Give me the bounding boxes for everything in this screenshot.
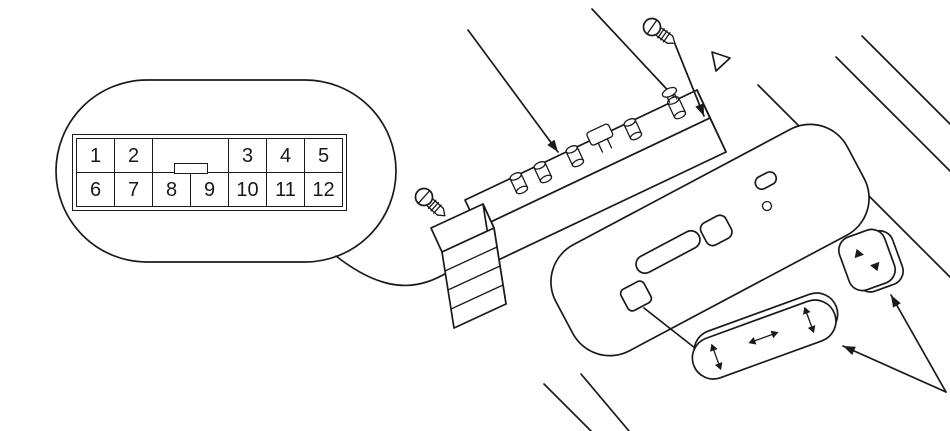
pin-cell-10: 10 [228,172,267,207]
bezel-square-cutout [619,280,653,312]
bezel-slot-cutout [635,229,701,275]
screw-slot [646,19,658,35]
screw-top-group [642,17,731,117]
post-cap [661,86,678,98]
assembly-leader-line [643,307,701,353]
bezel-rounded-cutout [699,214,733,247]
switch-stems [509,86,687,195]
switch-stem [565,145,585,168]
pin-row-bottom: 6 7 8 9 10 11 12 [76,172,343,207]
recline-knob-face [837,228,897,292]
switch-stem [623,118,643,141]
pin-cell-7: 7 [114,172,153,207]
screw-slot [417,190,431,204]
keyway-cell [152,138,229,174]
leader-line [890,294,947,393]
connector-outline: 1 2 3 4 5 6 7 8 9 10 11 12 [72,134,347,211]
switch-slider-knob [586,123,614,153]
leader-line [674,43,705,117]
leader-line [467,29,559,153]
stem-side [623,119,643,140]
pin-cell-11: 11 [266,172,305,207]
callout-leader-line [335,255,449,287]
pin-row-top: 1 2 3 4 5 [76,138,343,174]
switch-bezel [550,123,870,357]
up-down-arrow-icon [854,248,880,272]
panel-edge-line [591,8,677,100]
slide-knob [691,292,839,380]
arrowhead-icon [547,139,558,152]
switch-post [661,86,687,120]
pin-cell-1: 1 [76,138,115,173]
screw-top-icon [642,17,676,44]
panel-edge-line [835,56,950,172]
pin-cell-9: 9 [190,172,229,207]
slider-stem [597,138,613,153]
bezel-round-hole [761,200,773,212]
screw-tip [436,207,446,217]
slide-knob-face [691,299,837,380]
pin-cell-8: 8 [152,172,191,207]
post-shoulder [667,96,680,105]
screw-left-icon [414,187,446,217]
pin-cell-12: 12 [304,172,343,207]
screw-threads [657,28,671,43]
screw-threads [427,199,442,214]
arrowhead-icon [843,346,856,355]
switch-body [464,89,727,263]
post-side [667,97,687,119]
stem-cap [509,172,522,181]
switch-stem [509,172,529,195]
stem-cap [533,161,546,170]
pin-cell-3: 3 [228,138,267,173]
panel-edge-line [543,383,592,431]
stem-cap [565,145,578,154]
pin-cell-5: 5 [304,138,343,173]
harness-connector [430,203,507,329]
pin-grid: 1 2 3 4 5 6 7 8 9 10 11 12 [76,138,343,207]
stem-side [509,173,529,194]
screw-tip [666,35,676,44]
stem-side [533,162,553,183]
recline-knob [837,228,904,293]
panel-edge-line [861,35,950,125]
pin-cell-6: 6 [76,172,115,207]
slider-cap [586,123,614,146]
pointer-triangle-icon [711,51,731,72]
arrowhead-icon [695,103,704,116]
left-right-arrow-icon [748,330,779,345]
leader-line [842,345,947,393]
panel-edge-line [580,373,630,431]
bezel-oval-cutout [754,171,778,191]
stem-side [565,146,585,167]
switch-leader-arrow [467,29,559,153]
terminal-slot-lines [444,246,504,310]
up-down-arrow-icon [803,306,816,334]
pin-cell-4: 4 [266,138,305,173]
switch-stem [533,161,553,184]
knob-leader-arrows [842,294,947,393]
up-down-arrow-icon [710,343,723,371]
stem-cap [623,118,636,127]
pin-cell-2: 2 [114,138,153,173]
arrowhead-icon [891,295,901,308]
